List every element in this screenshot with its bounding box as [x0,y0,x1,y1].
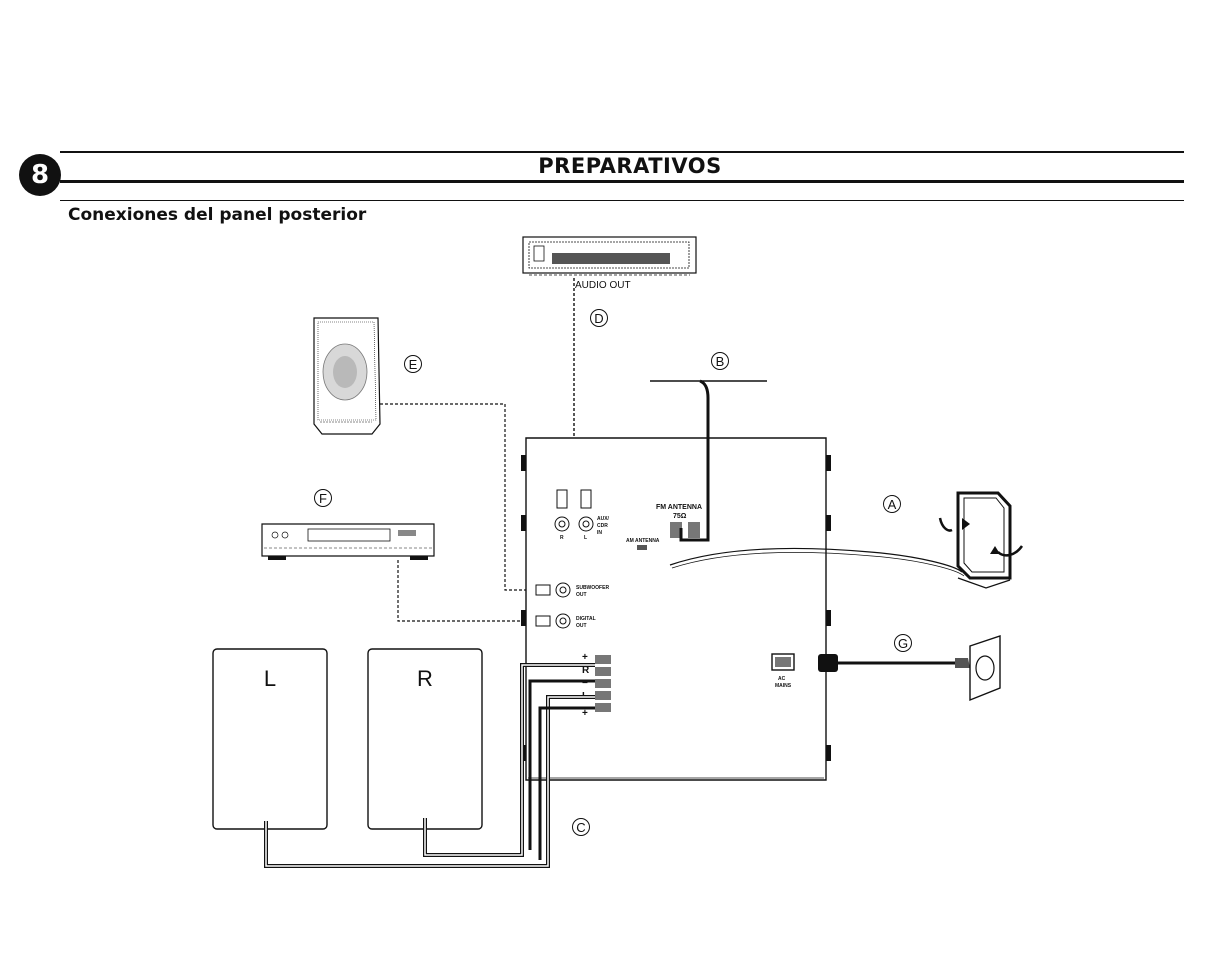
cable-f [397,560,540,622]
subwoofer-out-jack: SUBWOOFER OUT [535,582,609,598]
svg-text:AM ANTENNA: AM ANTENNA [626,538,660,544]
svg-text:CDR: CDR [597,523,608,529]
svg-text:E: E [409,357,418,372]
callout-d: D [590,309,608,327]
callout-f: F [314,489,332,507]
svg-text:AUX/: AUX/ [597,516,610,522]
svg-text:G: G [898,636,908,651]
audio-out-label: AUDIO OUT [575,280,631,291]
svg-text:R: R [560,535,564,541]
am-loop-antenna [669,491,1024,589]
ac-mains-socket: AC MAINS [771,653,795,689]
main-unit-rear-panel [521,437,831,781]
callout-b: B [711,352,729,370]
page-number-badge: 8 [19,154,61,196]
svg-text:R: R [582,665,590,676]
callout-a: A [883,495,901,513]
svg-text:SUBWOOFER: SUBWOOFER [576,585,609,591]
svg-text:L: L [584,535,587,541]
svg-text:AC: AC [778,676,786,682]
svg-text:OUT: OUT [576,592,587,598]
svg-text:OUT: OUT [576,623,587,629]
speaker-left: L [212,648,328,830]
subwoofer-device [313,317,381,435]
callout-c: C [572,818,590,836]
fm-antenna-wire [650,379,767,542]
svg-text:−: − [582,678,588,689]
header-bottom-rule [60,180,1184,183]
svg-text:C: C [576,820,585,835]
speaker-cables [264,663,595,868]
svg-text:D: D [594,311,603,326]
power-cable [818,635,1001,702]
svg-text:75Ω: 75Ω [673,513,687,520]
svg-text:IN: IN [597,530,602,536]
callout-e: E [404,355,422,373]
svg-text:+: + [582,652,588,663]
svg-text:B: B [716,354,725,369]
svg-text:MAINS: MAINS [775,683,792,689]
cd-recorder-device: AUDIO OUT [522,236,697,291]
fm-antenna-terminal: FM ANTENNA 75Ω AM ANTENNA [626,504,702,550]
section-title: PREPARATIVOS [538,154,722,178]
cable-e [380,403,540,591]
svg-text:FM ANTENNA: FM ANTENNA [656,504,702,511]
aux-cdr-in-jacks: R L AUX/ CDR IN [554,489,610,541]
subtitle: Conexiones del panel posterior [68,205,367,225]
svg-text:R: R [417,666,433,691]
header-thin-rule [60,200,1184,201]
speaker-right: R [367,648,483,830]
svg-text:DIGITAL: DIGITAL [576,616,596,622]
svg-text:L: L [264,666,276,691]
svg-text:+: + [582,708,588,719]
callout-g: G [894,634,912,652]
svg-text:A: A [888,497,897,512]
digital-device [261,523,435,560]
header-top-rule [60,151,1184,153]
svg-text:F: F [319,491,327,506]
digital-out-jack: DIGITAL OUT [535,613,596,629]
